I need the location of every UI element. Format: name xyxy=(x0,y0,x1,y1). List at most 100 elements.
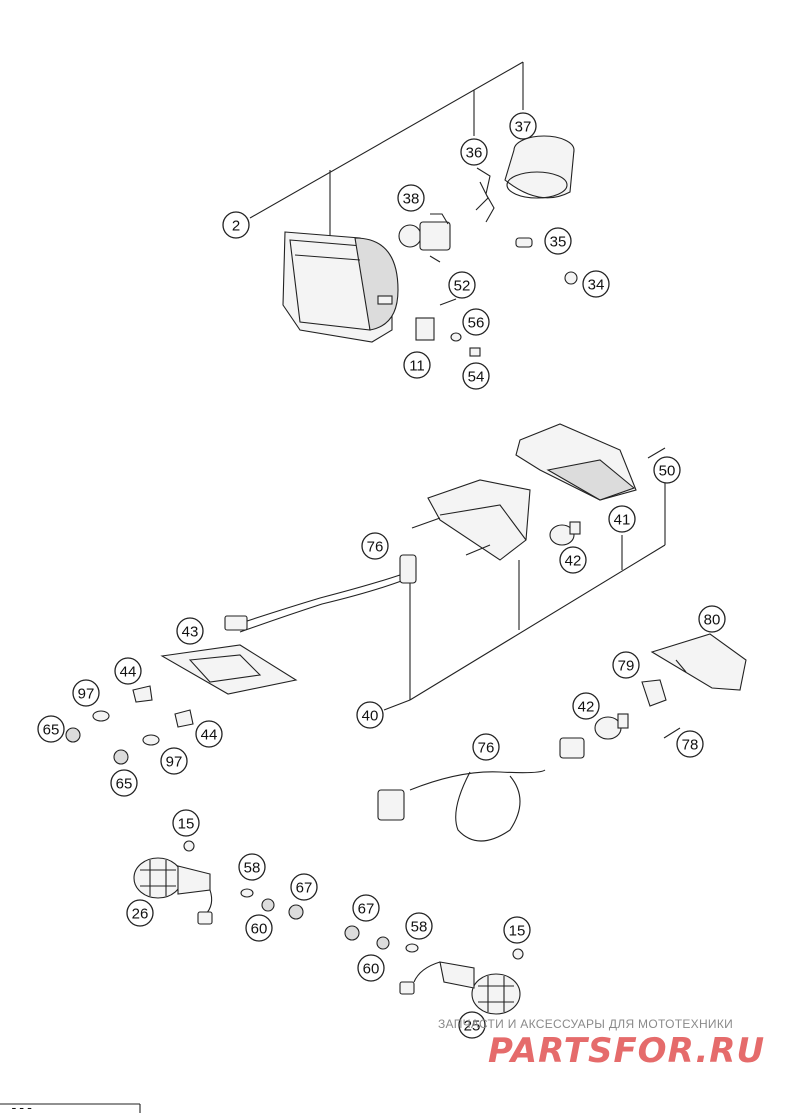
callout-54: 54 xyxy=(462,362,490,390)
callout-circle xyxy=(238,853,266,881)
callout-label: 41 xyxy=(614,512,631,529)
callout-label: 78 xyxy=(682,737,699,754)
callout-label: 58 xyxy=(411,919,428,936)
callout-circle xyxy=(110,769,138,797)
callout-80: 80 xyxy=(698,605,726,633)
callout-15: 15 xyxy=(503,916,531,944)
callout-38: 38 xyxy=(397,184,425,212)
callout-58: 58 xyxy=(405,912,433,940)
callout-15: 15 xyxy=(172,809,200,837)
callout-circle xyxy=(172,809,200,837)
turn-signal-left xyxy=(133,840,213,925)
callout-circle xyxy=(405,912,433,940)
callout-2: 2 xyxy=(222,211,250,239)
callout-36: 36 xyxy=(460,138,488,166)
callout-44: 44 xyxy=(114,657,142,685)
callout-65: 65 xyxy=(110,769,138,797)
callout-label: 97 xyxy=(166,754,183,771)
callout-label: 80 xyxy=(704,612,721,629)
bulb-42-lower xyxy=(594,713,629,740)
callout-circle xyxy=(612,651,640,679)
callout-circle xyxy=(160,747,188,775)
callout-circle xyxy=(114,657,142,685)
callout-78: 78 xyxy=(676,730,704,758)
callout-label: 26 xyxy=(132,906,149,923)
callout-76: 76 xyxy=(361,532,389,560)
tail-bulb xyxy=(549,521,581,546)
callout-circle xyxy=(608,505,636,533)
callout-42: 42 xyxy=(559,546,587,574)
callout-circle xyxy=(653,456,681,484)
callout-circle xyxy=(458,1011,486,1039)
callout-65: 65 xyxy=(37,715,65,743)
callout-label: 58 xyxy=(244,860,261,877)
callout-circle xyxy=(544,227,572,255)
callout-circle xyxy=(357,954,385,982)
rear-light-housing xyxy=(427,479,531,561)
callout-label: 60 xyxy=(363,961,380,978)
headlight-housing xyxy=(282,231,399,343)
callout-circle xyxy=(176,617,204,645)
callout-circle xyxy=(37,715,65,743)
drawing-code: --- xyxy=(10,1101,33,1113)
callout-60: 60 xyxy=(245,914,273,942)
callout-label: 65 xyxy=(43,722,60,739)
bulb-socket-79 xyxy=(641,679,667,707)
signal-hardware xyxy=(240,888,419,953)
callout-circle xyxy=(472,733,500,761)
callout-circle xyxy=(460,138,488,166)
plate-hardware xyxy=(65,685,194,765)
callout-97: 97 xyxy=(160,747,188,775)
callout-circle xyxy=(397,184,425,212)
callout-circle xyxy=(361,532,389,560)
callout-79: 79 xyxy=(612,651,640,679)
callout-label: 67 xyxy=(358,901,375,918)
callout-circle xyxy=(222,211,250,239)
callout-circle xyxy=(462,308,490,336)
callout-circle xyxy=(245,914,273,942)
reflector-lens xyxy=(650,633,747,691)
screw-78 xyxy=(663,727,681,739)
callout-58: 58 xyxy=(238,853,266,881)
small-parts-headlight xyxy=(415,237,578,357)
callout-50: 50 xyxy=(653,456,681,484)
callout-label: 76 xyxy=(367,539,384,556)
bulb-clamp xyxy=(475,167,495,223)
callout-43: 43 xyxy=(176,617,204,645)
watermark-logo: PARTSFOR.RU xyxy=(488,1031,765,1071)
callout-circle xyxy=(698,605,726,633)
callout-circle xyxy=(559,546,587,574)
callout-label: 11 xyxy=(409,358,425,375)
rear-light-lens xyxy=(515,423,637,501)
callout-60: 60 xyxy=(357,954,385,982)
callout-label: 42 xyxy=(565,553,582,570)
callout-11: 11 xyxy=(403,351,431,379)
callout-label: 2 xyxy=(232,218,240,235)
callout-34: 34 xyxy=(582,270,610,298)
callout-circle xyxy=(356,701,384,729)
callout-label: 76 xyxy=(478,740,495,757)
tail-screws xyxy=(411,447,666,556)
callout-label: 36 xyxy=(466,145,483,162)
callout-circle xyxy=(676,730,704,758)
callout-label: 15 xyxy=(178,816,195,833)
callout-label: 40 xyxy=(362,708,379,725)
callout-label: 15 xyxy=(509,923,526,940)
tail-wiring xyxy=(224,554,417,633)
callout-label: 52 xyxy=(454,278,471,295)
callout-circle xyxy=(126,899,154,927)
callout-44: 44 xyxy=(195,720,223,748)
callout-label: 60 xyxy=(251,921,268,938)
callout-circle xyxy=(572,692,600,720)
callout-label: 25 xyxy=(464,1018,481,1035)
callout-67: 67 xyxy=(352,894,380,922)
callout-circle xyxy=(509,112,537,140)
callout-67: 67 xyxy=(290,873,318,901)
callout-label: 42 xyxy=(578,699,595,716)
callout-35: 35 xyxy=(544,227,572,255)
callout-52: 52 xyxy=(448,271,476,299)
callout-circle xyxy=(462,362,490,390)
